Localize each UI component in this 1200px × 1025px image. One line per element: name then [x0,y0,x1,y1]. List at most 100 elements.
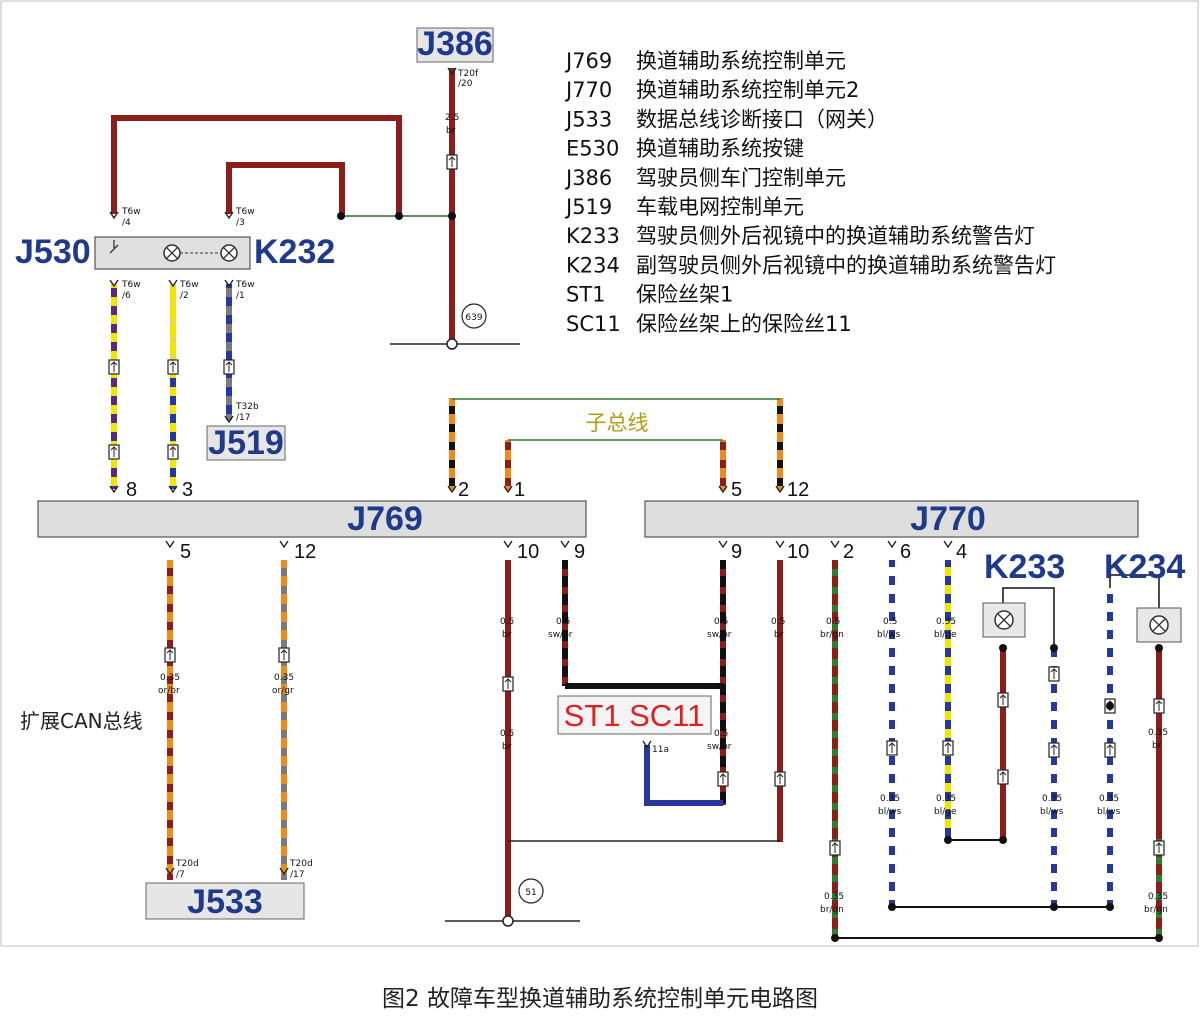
pin-arrow-icon [775,485,785,494]
legend-desc-3: 换道辅助系统按键 [636,137,804,161]
wire-label-j386-color: br [446,126,456,136]
junction-dot [1050,903,1058,911]
junction-dot [1155,934,1163,942]
connector-plug-arrow [1155,842,1163,853]
wire-fuse-feed [644,745,723,806]
wire-label-gnd-left-size: 0.35 [824,892,844,902]
ext-can-label: 扩展CAN总线 [20,709,143,733]
wire-label-j770-9a-size: 0.5 [714,617,728,627]
wire-label-lower-blws-color: bl/ws [878,807,902,817]
junction-dot [944,836,952,844]
j530-conn6-b: /6 [122,291,131,301]
legend-desc-0: 换道辅助系统控制单元 [636,49,846,73]
wire-k234-br [1156,648,1162,938]
wire-label-can-l-color: or/gr [272,686,294,696]
legend-code-2: J533 [564,107,612,131]
j533-label: J533 [187,883,263,921]
wire-label-j770-4-color: bl/ge [934,630,957,640]
j769-bottom-pin-5: 5 [180,541,191,563]
j530-conn3-b: /3 [236,218,245,228]
wire-label-k234-blws-size: 0.35 [1099,794,1119,804]
wire-label-j770-9a-color: sw/br [707,630,732,640]
connector-markers [108,67,1165,942]
connector-plug-arrow [110,446,118,457]
j519-conn-b: /17 [236,413,250,423]
pin-arrow-icon [279,867,289,876]
pin-arrow-icon [718,485,728,494]
wire-label-j770-6-color: bl/ws [877,630,901,640]
pin-arrow-icon [109,279,119,288]
legend-desc-4: 驾驶员侧车门控制单元 [636,166,846,190]
wire-j770-pin4 [945,560,951,840]
pin-arrow-icon [224,211,234,220]
connector-plug-arrow [280,649,288,660]
pin-arrow-icon [165,540,175,549]
pin-arrow-icon [503,485,513,494]
j386-component: J386 T20f /20 [416,25,494,89]
fuse-label: ST1 SC11 [564,698,705,733]
wire-label-j769-10b-color: br [502,742,512,752]
legend-code-0: J769 [564,49,612,73]
legend-desc-9: 保险丝架上的保险丝11 [636,312,852,336]
j386-label: J386 [417,25,493,63]
pin-arrow-icon [109,211,119,220]
j530-conn3-a: T6w [235,207,255,217]
connector-plug-arrow [448,156,456,167]
wire-label-gnd-right-color: br/gn [1144,905,1168,915]
wire-label-lower-blge-size: 0.35 [936,794,956,804]
ground-639-terminal [446,338,458,350]
wire-j770-pin6 [889,560,895,907]
junction-dot [448,212,456,220]
junction-dot [999,836,1007,844]
wire-subbus-a2 [777,398,783,490]
legend-desc-5: 车载电网控制单元 [636,195,804,219]
wire-label-j770-4-size: 0.35 [936,617,956,627]
connector-plug-arrow [999,694,1007,705]
ground-51-label: 51 [525,888,536,898]
j770-bottom-pin-9: 9 [731,541,742,563]
pin-arrow-icon [718,540,728,549]
j769-bottom-pin-10: 10 [517,541,539,563]
pin-arrow-icon [279,540,289,549]
j386-connector-a: T20f [457,69,479,79]
j769-bottom-pin-12: 12 [294,541,316,563]
wire-label-gnd-left-color: br/gn [820,905,844,915]
wire-subbus-b2 [720,440,726,490]
junction-dot [1050,644,1058,652]
j530-conn1-b: /1 [236,291,245,301]
connector-plug-arrow [504,678,512,689]
connector-plug-arrow [831,842,839,853]
wire-subbus-b [505,440,511,490]
connector-plug-arrow [110,361,118,372]
junction-dot [888,903,896,911]
j770-label: J770 [910,500,986,538]
wire-can-h [167,560,173,880]
wire-label-can-h-color: or/br [158,686,180,696]
legend-code-5: J519 [564,195,612,219]
pin-arrow-icon [109,485,119,494]
wire-label-k234-br-color: br [1152,741,1162,751]
wire-j530-pin4 [111,115,402,216]
wire-label-j770-6-size: 0.5 [883,617,897,627]
wire-subbus-a [449,398,455,490]
connector-plug-arrow [169,446,177,457]
connector-plug-arrow [719,773,727,784]
wire-label-lower-blge-color: bl/ge [934,807,957,817]
pin-arrow-icon [447,485,457,494]
j769-component: J769 [37,500,587,538]
j769-top-pin-3: 3 [182,479,193,501]
pin-arrow-icon [168,279,178,288]
pin-arrow-icon [560,540,570,549]
wire-k232-pin1 [226,284,232,420]
ground-51-terminal [502,915,514,927]
junction-dot [395,212,403,220]
wire-label-j770-2-color: br/gn [820,630,844,640]
wire-k233-top [1002,587,1055,648]
connector-plug-arrow [776,773,784,784]
j530-conn2-a: T6w [179,280,199,290]
legend-code-1: J770 [564,78,612,102]
ground-639-label: 639 [465,313,482,323]
frame-border [0,0,1199,947]
junction-dot [1106,903,1114,911]
legend-code-4: J386 [564,166,612,190]
